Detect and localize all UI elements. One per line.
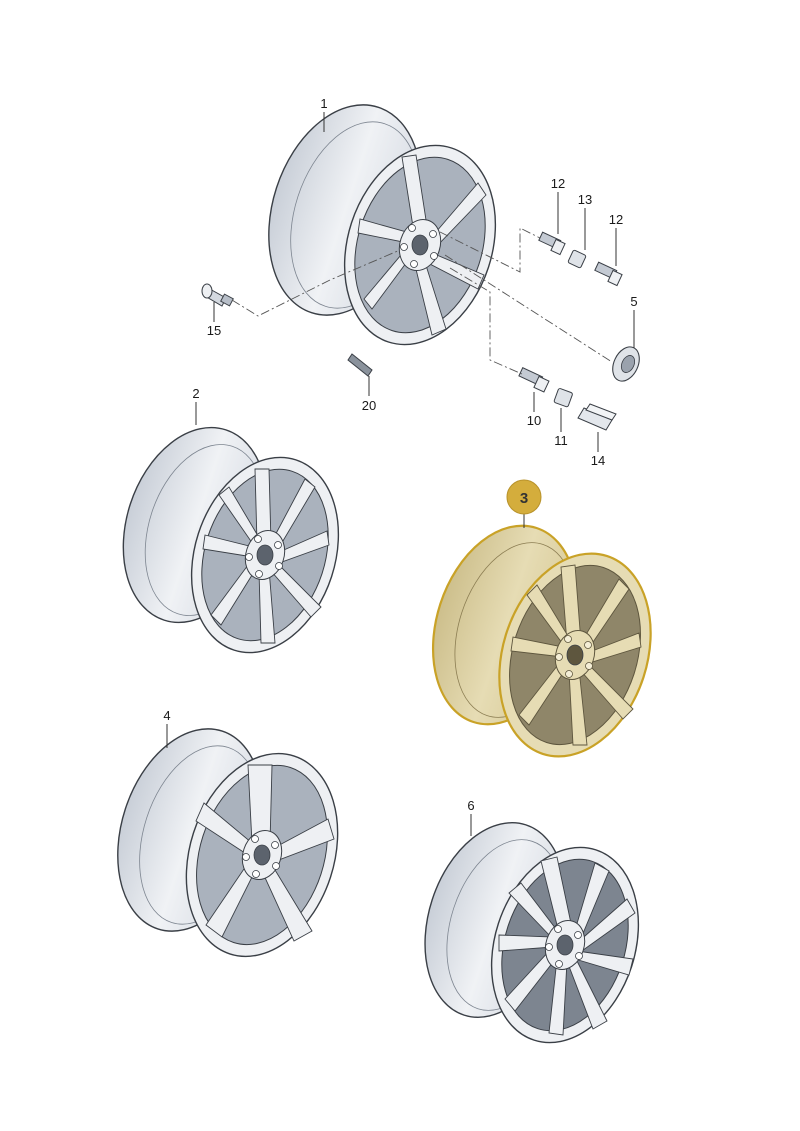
nut-part-13: [567, 249, 587, 269]
center-cap-part-5: [612, 346, 640, 382]
callout-10[interactable]: 10: [527, 413, 541, 428]
bolt-part-12a: [538, 231, 566, 256]
callout-14[interactable]: 14: [591, 453, 605, 468]
callout-5[interactable]: 5: [630, 294, 637, 309]
callout-12b[interactable]: 12: [609, 212, 623, 227]
wheel-6: [424, 822, 640, 1044]
tool-part-14: [577, 403, 617, 431]
callout-6[interactable]: 6: [467, 798, 474, 813]
valve-part-15: [201, 283, 234, 307]
nut-part-11: [553, 388, 573, 408]
callout-1[interactable]: 1: [320, 96, 327, 111]
wheel-4: [117, 728, 339, 958]
callouts: 1 2 4 6 5 12 13 12 15 20 10 11 14: [163, 96, 637, 813]
assembly-lines: [231, 227, 613, 375]
callout-3: 3: [520, 490, 528, 507]
callout-15[interactable]: 15: [207, 323, 221, 338]
callout-13[interactable]: 13: [578, 192, 592, 207]
wheel-1: [268, 104, 497, 346]
bolt-part-12b: [594, 261, 623, 287]
bolt-part-10: [518, 367, 550, 393]
wheel-2: [122, 426, 340, 654]
callout-3-badge[interactable]: 3: [506, 479, 542, 515]
callout-2[interactable]: 2: [192, 386, 199, 401]
callout-12a[interactable]: 12: [551, 176, 565, 191]
callout-20[interactable]: 20: [362, 398, 376, 413]
wheel-3-highlighted[interactable]: [409, 507, 676, 776]
leader-lines: [166, 112, 635, 836]
callout-4[interactable]: 4: [163, 708, 170, 723]
callout-11[interactable]: 11: [554, 433, 568, 448]
weight-part-20: [347, 353, 373, 377]
